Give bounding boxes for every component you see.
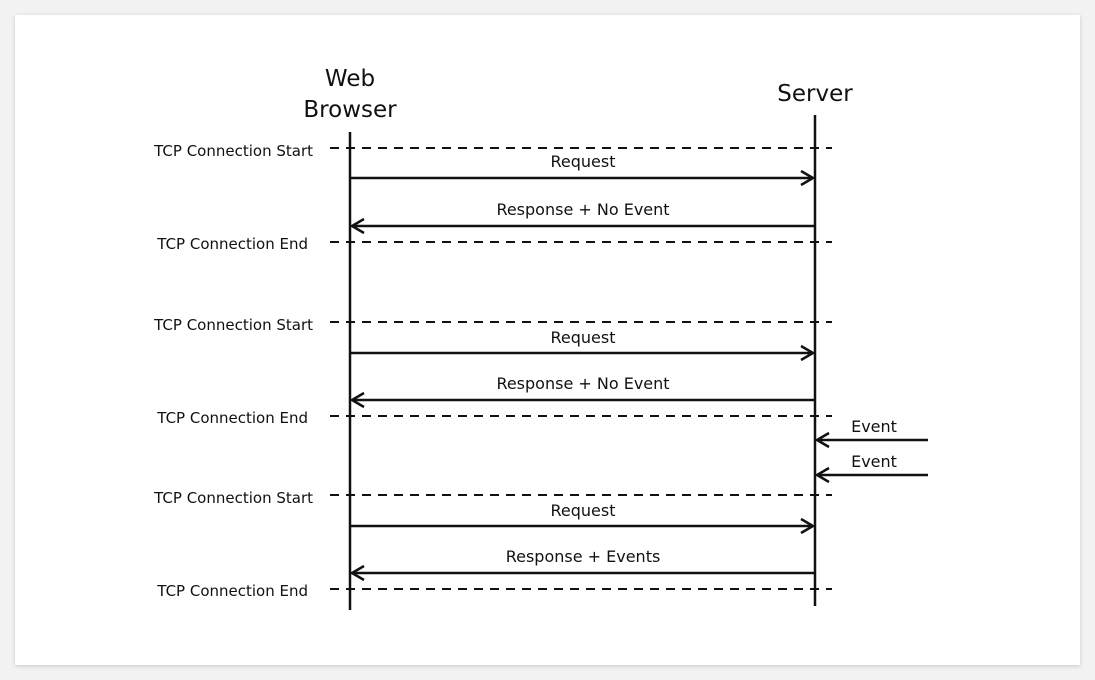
event-arrowhead-1 [814, 431, 830, 449]
tcp-end-label-1: TCP Connection End [156, 235, 308, 253]
response-label-2: Response + No Event [496, 374, 669, 393]
response-arrowhead-3 [349, 564, 365, 582]
tcp-start-label-2: TCP Connection Start [153, 316, 313, 334]
request-label-1: Request [551, 152, 616, 171]
diagram-card [15, 15, 1080, 665]
request-arrowhead-1 [800, 169, 816, 187]
tcp-start-label-3: TCP Connection Start [153, 489, 313, 507]
event-label-2: Event [851, 452, 897, 471]
event-arrowhead-2 [814, 466, 830, 484]
request-arrowhead-3 [800, 517, 816, 535]
request-arrowhead-2 [800, 344, 816, 362]
response-arrowhead-1 [349, 217, 365, 235]
browser-title-line-1: Web [325, 66, 375, 92]
tcp-end-label-3: TCP Connection End [156, 582, 308, 600]
browser-title-line-2: Browser [303, 97, 397, 123]
event-label-1: Event [851, 417, 897, 436]
response-label-1: Response + No Event [496, 200, 669, 219]
request-label-2: Request [551, 328, 616, 347]
response-arrowhead-2 [349, 391, 365, 409]
server-title: Server [777, 81, 853, 107]
request-label-3: Request [551, 501, 616, 520]
response-label-3: Response + Events [506, 547, 661, 566]
tcp-end-label-2: TCP Connection End [156, 409, 308, 427]
tcp-start-label-1: TCP Connection Start [153, 142, 313, 160]
